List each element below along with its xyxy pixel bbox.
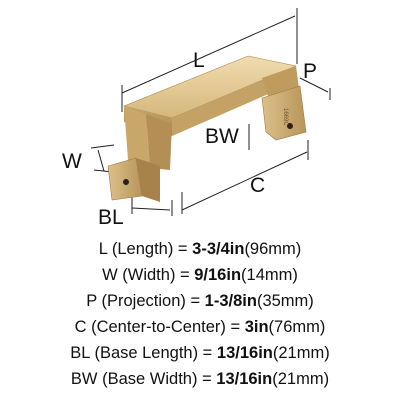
label-C: C (250, 174, 265, 197)
label-W: W (62, 150, 82, 173)
spec-abbr: BL (70, 344, 90, 362)
spec-metric: (35mm) (256, 292, 314, 310)
spec-length: L (Length) = 3-3/4in(96mm) (0, 236, 400, 262)
dimension-diagram: 1669C L P W BW C BL (62, 8, 331, 229)
left-screw-hole (123, 179, 129, 185)
spec-abbr: W (102, 266, 118, 284)
spec-metric: (14mm) (241, 266, 298, 284)
spec-value: 13/16in (216, 370, 273, 388)
spec-name: (Length) = (107, 240, 193, 258)
spec-width: W (Width) = 9/16in(14mm) (0, 262, 400, 288)
spec-value: 3-3/4in (192, 240, 245, 258)
spec-name: (Center-to-Center) = (86, 318, 245, 336)
spec-metric: (96mm) (244, 240, 302, 258)
spec-metric: (21mm) (272, 370, 330, 388)
spec-metric: (21mm) (272, 344, 330, 362)
spec-name: (Base Length) = (89, 344, 217, 362)
label-P: P (303, 60, 317, 83)
spec-metric: (76mm) (268, 318, 326, 336)
right-screw-hole (287, 123, 293, 129)
spec-abbr: P (86, 292, 97, 310)
spec-abbr: L (98, 240, 108, 258)
spec-name: (Base Width) = (97, 370, 217, 388)
spec-base-length: BL (Base Length) = 13/16in(21mm) (0, 340, 400, 366)
spec-value: 13/16in (216, 344, 273, 362)
spec-center-to-center: C (Center-to-Center) = 3in(76mm) (0, 314, 400, 340)
engraving-mark: 1669C (282, 108, 288, 126)
spec-name: (Projection) = (96, 292, 205, 310)
spec-value: 1-3/8in (204, 292, 257, 310)
label-BW: BW (205, 125, 239, 148)
label-BL: BL (98, 206, 124, 229)
dimension-lines (90, 8, 331, 216)
spec-projection: P (Projection) = 1-3/8in(35mm) (0, 288, 400, 314)
spec-abbr: C (74, 318, 87, 336)
spec-name: (Width) = (117, 266, 195, 284)
spec-value: 3in (244, 318, 269, 336)
spec-list: L (Length) = 3-3/4in(96mm) W (Width) = 9… (0, 236, 400, 392)
spec-base-width: BW (Base Width) = 13/16in(21mm) (0, 366, 400, 392)
spec-abbr: BW (70, 370, 98, 388)
label-L: L (193, 49, 205, 72)
cabinet-pull-illustration: 1669C (107, 55, 307, 202)
spec-value: 9/16in (194, 266, 242, 284)
